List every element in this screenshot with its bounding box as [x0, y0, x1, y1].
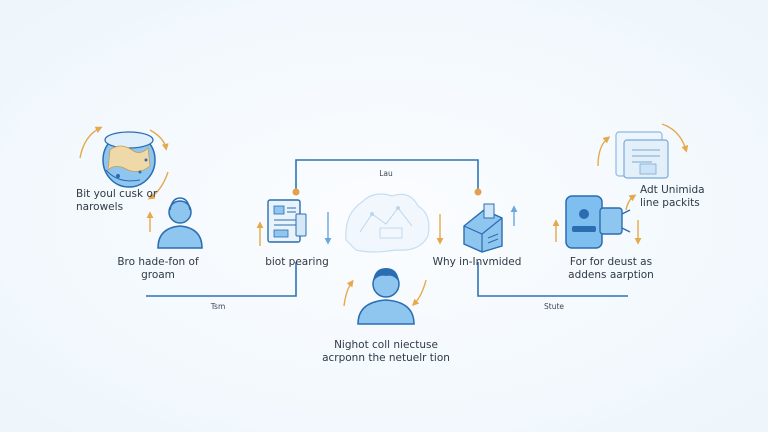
node-dot-left [292, 188, 300, 196]
label-left-person-line-1: Bro hade-fon of [117, 256, 199, 268]
arrow-docstack-right [661, 123, 689, 153]
arrow-center-right [412, 279, 427, 306]
connector-lines [146, 159, 628, 297]
bottom-right-connector [477, 262, 628, 297]
node-dot-right [474, 188, 482, 196]
server-icon [463, 203, 503, 253]
label-top-right-line-1: Adt Unimida [640, 184, 705, 196]
center-person-icon [357, 268, 415, 325]
arrow-globe-right [149, 129, 169, 151]
document-stack-icon [615, 131, 669, 179]
arrow-docstack-left [597, 136, 611, 167]
label-left-person: Bro hade-fon of groam [117, 256, 198, 282]
arrow-router-up [625, 194, 637, 211]
label-top-left-line-1: Bit youl cusk or [76, 188, 158, 200]
network-sketch-icon [345, 193, 430, 253]
label-top-right: Adt Unimida line packits [640, 184, 705, 210]
label-document-text: biot pearing [265, 256, 329, 268]
label-center-person-line-2: acrponn the netuelr tion [322, 352, 450, 364]
label-center-person: Nighot coll niectuse acrponn the netuelr… [322, 339, 450, 365]
document-icon [267, 199, 307, 243]
bottom-left-connector [146, 262, 297, 297]
connector-label-bottom-left: Tsm [210, 302, 226, 311]
router-icon [565, 195, 631, 249]
label-center-person-line-1: Nighot coll niectuse [334, 339, 438, 351]
label-right-device: For for deust as addens aarption [568, 256, 654, 282]
label-top-right-line-2: line packits [640, 197, 700, 209]
connector-label-top: Lau [379, 169, 393, 178]
label-top-left-line-2: narowels [76, 201, 124, 213]
label-right-device-line-1: For for deust as [569, 256, 653, 268]
label-left-person-line-2: groam [141, 269, 175, 281]
label-server-text: Why in-Invmided [432, 256, 522, 268]
connector-label-bottom-right: Stute [543, 302, 565, 311]
label-server: Why in-Invmided [433, 256, 522, 269]
globe-icon [102, 131, 156, 188]
arrow-center-left [343, 279, 354, 307]
left-person-icon [157, 197, 203, 249]
arrow-globe-down [147, 171, 169, 200]
label-document: biot pearing [265, 256, 329, 269]
arrow-globe-left [79, 126, 103, 159]
label-right-device-line-2: addens aarption [568, 269, 654, 281]
top-connector [295, 159, 479, 190]
label-top-left: Bit youl cusk or narowels [76, 188, 157, 214]
